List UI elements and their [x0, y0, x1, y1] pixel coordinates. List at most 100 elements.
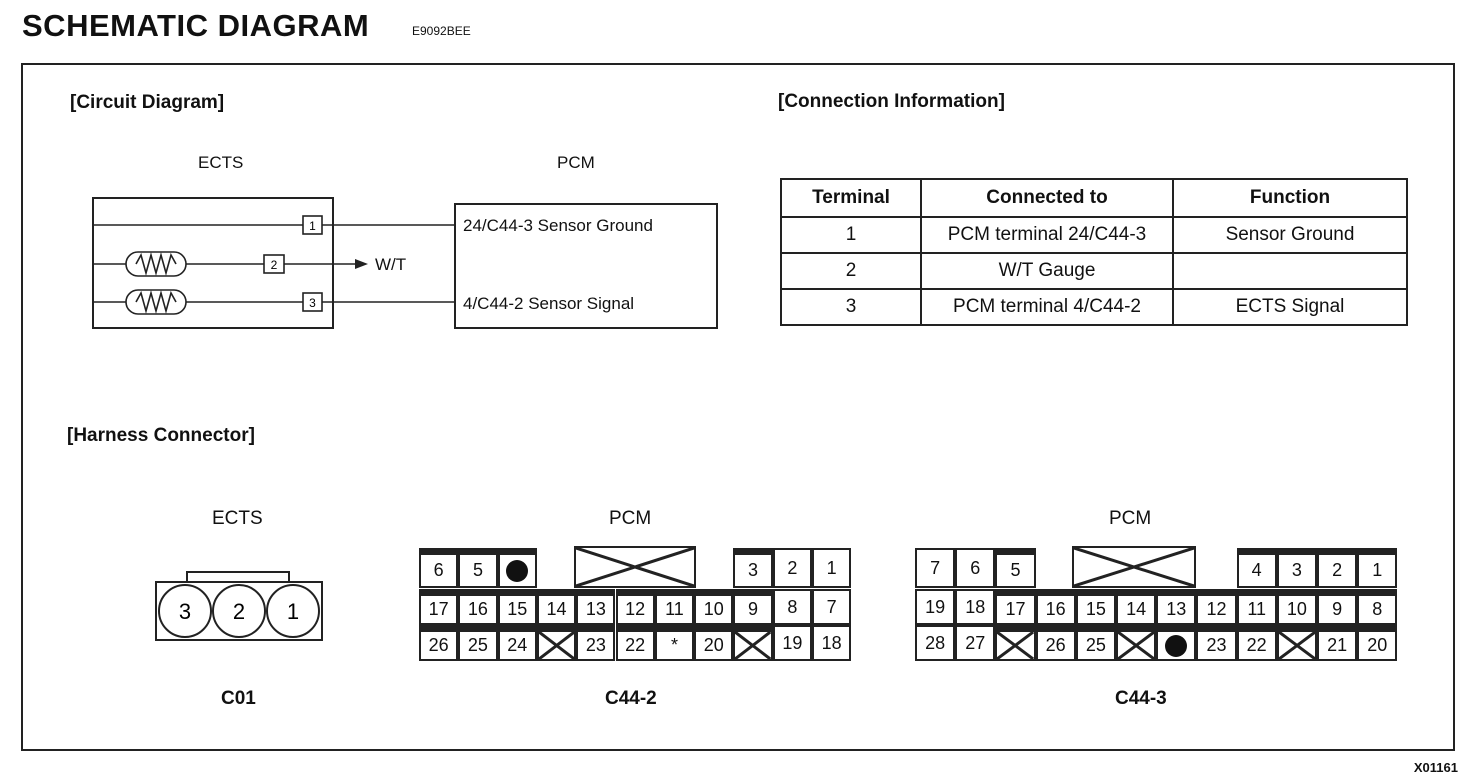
connector-pin: 23	[576, 625, 616, 661]
cell-terminal: 2	[780, 252, 922, 290]
ects-pin-2	[212, 584, 266, 638]
connector-pin: 5	[995, 548, 1036, 588]
connector-pin: 19	[915, 589, 956, 625]
connector-pin: 13	[576, 589, 616, 625]
connection-section-title: [Connection Information]	[778, 91, 1005, 112]
cell-connected-to: W/T Gauge	[920, 252, 1174, 290]
connector-pin: 17	[995, 589, 1036, 625]
connector-pin: 12	[615, 589, 655, 625]
connector-pin: 9	[733, 589, 773, 625]
svg-text:3: 3	[179, 599, 191, 624]
connector-pin: 19	[772, 625, 812, 661]
header-terminal: Terminal	[780, 178, 922, 218]
cell-connected-to: PCM terminal 24/C44-3	[920, 216, 1174, 254]
connector-pin: 22	[1236, 625, 1277, 661]
connector-pin: 14	[536, 589, 577, 625]
connector-pin: 23	[1196, 625, 1237, 661]
thermistor-1	[125, 251, 187, 277]
connector-pin: 13	[1156, 589, 1197, 625]
connector-blank-cell	[536, 625, 577, 661]
connector-pin: 12	[1196, 589, 1237, 625]
connector-pin: 26	[419, 625, 459, 661]
pin-2-number: 2	[271, 258, 278, 272]
connector-pin: 7	[915, 548, 956, 588]
wt-label: W/T	[375, 255, 407, 274]
harness-c443-label: PCM	[1109, 508, 1152, 529]
connector-pin: 1	[1357, 548, 1398, 588]
harness-ects-label: ECTS	[212, 508, 263, 529]
page-title: SCHEMATIC DIAGRAM	[22, 8, 370, 43]
connector-pin: 15	[497, 589, 537, 625]
connector-pin: 1	[812, 548, 852, 588]
footer-code: X01161	[1413, 760, 1458, 775]
connector-pin: 25	[458, 625, 498, 661]
connector-pin: 16	[458, 589, 498, 625]
svg-text:1: 1	[287, 599, 299, 624]
connector-pin: 6	[955, 548, 996, 588]
circuit-ects-label: ECTS	[198, 153, 244, 172]
harness-c442-label: PCM	[609, 508, 652, 529]
connector-pin: 16	[1035, 589, 1076, 625]
diagram-frame	[21, 63, 1455, 751]
circuit-section-title: [Circuit Diagram]	[70, 92, 225, 113]
pin-1-number: 1	[309, 219, 316, 233]
used-terminal-dot	[1165, 634, 1188, 657]
connector-pin: 11	[1236, 589, 1277, 625]
pcm-box	[454, 203, 718, 329]
connector-pin: 14	[1116, 589, 1157, 625]
connector-blank-cell	[995, 625, 1036, 661]
pin-3-box	[302, 292, 323, 312]
used-terminal-dot	[506, 559, 529, 582]
connector-pin: 27	[955, 625, 996, 661]
thermistor-2	[125, 289, 187, 315]
header-connected-to: Connected to	[920, 178, 1174, 218]
ects-pin-3	[158, 584, 212, 638]
connector-pin-used	[497, 548, 537, 588]
harness-section-title: [Harness Connector]	[67, 425, 255, 446]
pcm-sensor-signal: 4/C44-2 Sensor Signal	[463, 294, 635, 313]
connector-pin: 15	[1075, 589, 1116, 625]
connection-table: Terminal Connected to Function 1 PCM ter…	[780, 178, 1408, 326]
table-row: 1 PCM terminal 24/C44-3 Sensor Ground	[780, 216, 1408, 254]
connector-pin: 28	[915, 625, 956, 661]
pin-3-number: 3	[309, 296, 316, 310]
connector-pin: 7	[812, 589, 852, 625]
connector-pin: 2	[1317, 548, 1358, 588]
connector-pin: 11	[654, 589, 695, 625]
connector-pin: 5	[458, 548, 498, 588]
table-header-row: Terminal Connected to Function	[780, 178, 1408, 218]
connector-pin: 8	[772, 589, 812, 625]
connector-pin: 6	[419, 548, 459, 588]
connector-pin: 9	[1317, 589, 1358, 625]
circuit-pcm-label: PCM	[557, 153, 595, 172]
table-row: 2 W/T Gauge	[780, 252, 1408, 290]
connector-pin: 20	[694, 625, 734, 661]
cell-function: ECTS Signal	[1172, 288, 1408, 326]
wt-arrow	[355, 259, 368, 269]
connector-blank-cell	[1276, 625, 1317, 661]
cell-connected-to: PCM terminal 4/C44-2	[920, 288, 1174, 326]
connector-pin: 17	[419, 589, 459, 625]
connector-pin: 20	[1357, 625, 1398, 661]
connector-pin: 22	[615, 625, 655, 661]
cell-function: Sensor Ground	[1172, 216, 1408, 254]
connector-pin: 18	[812, 625, 852, 661]
connector-pin: *	[654, 625, 695, 661]
connector-pin: 24	[497, 625, 537, 661]
ects-connector-name: C01	[221, 688, 256, 709]
document-code: E9092BEE	[412, 24, 471, 38]
connector-pin: 3	[733, 548, 773, 588]
pcm-sensor-ground: 24/C44-3 Sensor Ground	[463, 216, 653, 235]
connector-pin: 10	[694, 589, 734, 625]
connector-pin: 4	[1236, 548, 1277, 588]
c44-3-name: C44-3	[1115, 688, 1167, 709]
connector-pin: 26	[1035, 625, 1076, 661]
svg-text:2: 2	[233, 599, 245, 624]
connector-pin: 18	[955, 589, 996, 625]
connector-pin: 21	[1317, 625, 1358, 661]
cell-terminal: 3	[780, 288, 922, 326]
table-row: 3 PCM terminal 4/C44-2 ECTS Signal	[780, 288, 1408, 326]
connector-pin: 2	[772, 548, 812, 588]
